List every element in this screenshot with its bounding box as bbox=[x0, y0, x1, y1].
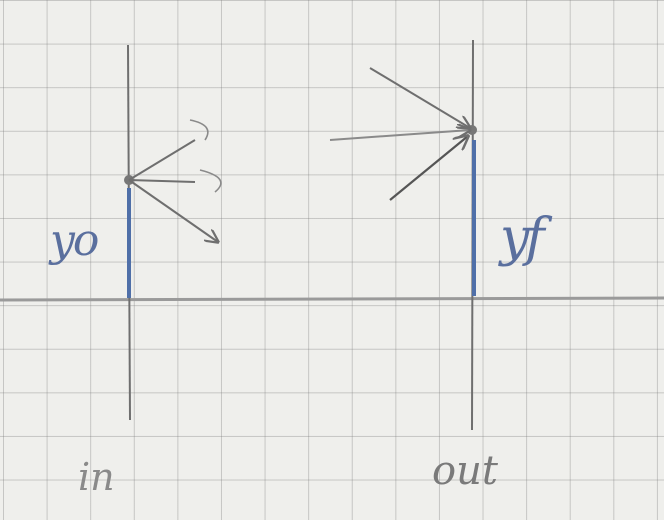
label-y-in: yo bbox=[50, 215, 99, 266]
output-ray-mid bbox=[329, 130, 470, 141]
input-ray-mid bbox=[128, 179, 196, 183]
label-in: in bbox=[78, 455, 115, 499]
optical-axis bbox=[0, 296, 664, 302]
label-out: out bbox=[432, 448, 498, 494]
input-ray-up bbox=[128, 139, 196, 181]
output-ray-top bbox=[369, 67, 470, 128]
input-ray-up-tip bbox=[189, 119, 209, 141]
input-ray-mid-tip bbox=[199, 169, 222, 193]
input-ray-down bbox=[128, 179, 218, 242]
output-ray-low bbox=[389, 136, 468, 201]
label-y-out: yf bbox=[500, 208, 545, 268]
